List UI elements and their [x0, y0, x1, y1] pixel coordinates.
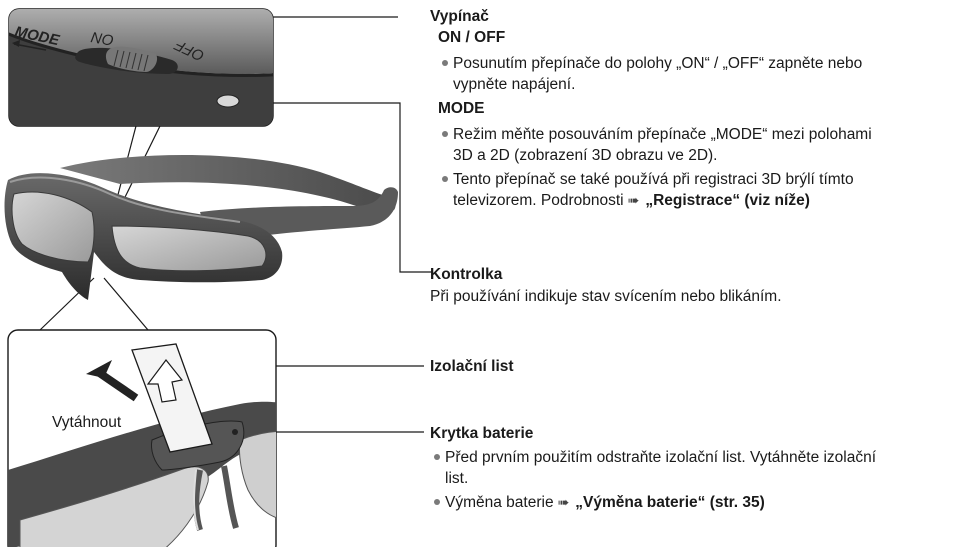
registration-link[interactable]: „Registrace“ (viz níže) — [645, 192, 810, 209]
battery-closeup: Vytáhnout — [8, 330, 290, 547]
on-off-heading: ON / OFF — [438, 27, 505, 48]
indicator-title: Kontrolka — [430, 264, 502, 285]
arrow-right-icon: ➠ — [628, 190, 640, 211]
bullet-dot — [442, 60, 448, 66]
bullet-dot — [442, 131, 448, 137]
battery-title: Krytka baterie — [430, 423, 533, 444]
battery-bullet-1-cont: list. — [445, 468, 468, 489]
bullet-dot — [434, 454, 440, 460]
3d-glasses — [5, 155, 398, 300]
mode-bullet-2-cont: televizorem. Podrobnosti➠„Registrace“ (v… — [453, 190, 810, 211]
insulation-title: Izolační list — [430, 356, 514, 377]
bullet-dot — [442, 176, 448, 182]
on-off-bullet: Posunutím přepínače do polohy „ON“ / „OF… — [442, 53, 862, 74]
pull-label: Vytáhnout — [52, 414, 122, 431]
mode-bullet-1-cont: 3D a 2D (zobrazení 3D obrazu ve 2D). — [453, 145, 717, 166]
bullet-dot — [434, 499, 440, 505]
on-off-bullet-cont: vypněte napájení. — [453, 74, 575, 95]
indicator-text: Při používání indikuje stav svícením neb… — [430, 286, 782, 307]
mode-bullet-1: Režim měňte posouváním přepínače „MODE“ … — [442, 124, 872, 145]
switch-closeup: MODE ON OFF — [0, 0, 290, 130]
battery-replace-link[interactable]: „Výměna baterie“ (str. 35) — [575, 494, 765, 511]
battery-bullet-2: Výměna baterie➠„Výměna baterie“ (str. 35… — [434, 492, 765, 513]
mode-heading: MODE — [438, 98, 485, 119]
arrow-right-icon: ➠ — [558, 492, 570, 513]
battery-bullet-1: Před prvním použitím odstraňte izolační … — [434, 447, 876, 468]
switch-title: Vypínač — [430, 6, 489, 27]
mode-bullet-2: Tento přepínač se také používá při regis… — [442, 169, 854, 190]
